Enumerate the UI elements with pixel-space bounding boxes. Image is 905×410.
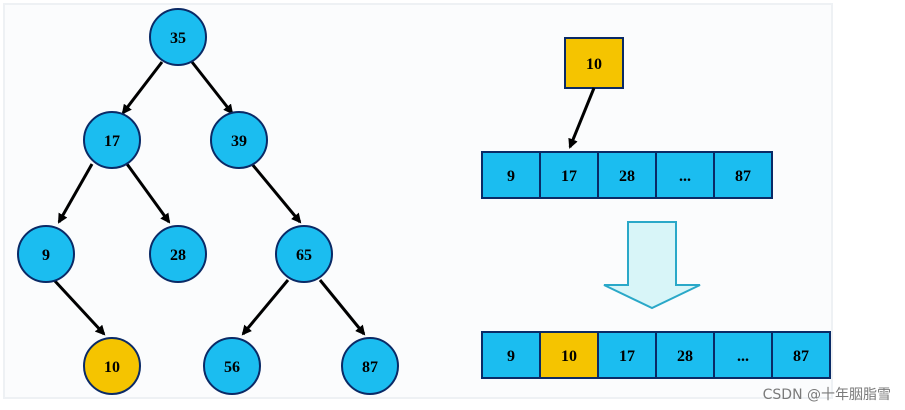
array-cell: 28 xyxy=(597,151,657,199)
node-label: 39 xyxy=(231,133,247,150)
node-circle xyxy=(275,225,333,283)
node-label: 87 xyxy=(362,359,378,376)
tree-node-17: 17 xyxy=(83,111,141,169)
array-cell-box xyxy=(597,151,657,199)
array-cell: 17 xyxy=(539,151,599,199)
node-circle xyxy=(210,111,268,169)
node-circle xyxy=(149,8,207,66)
array-cell-label: ... xyxy=(737,348,749,365)
array-cell-box xyxy=(481,331,541,379)
node-circle-highlight xyxy=(83,337,141,395)
tree-node-65: 65 xyxy=(275,225,333,283)
insert-key-box xyxy=(564,37,624,89)
node-circle xyxy=(341,337,399,395)
array-cell-box xyxy=(713,331,773,379)
insert-pointer-arrow xyxy=(568,87,596,149)
node-circle xyxy=(83,111,141,169)
node-circle xyxy=(203,337,261,395)
tree-node-56: 56 xyxy=(203,337,261,395)
edge-65-56 xyxy=(241,279,290,336)
array-cell: 87 xyxy=(713,151,773,199)
edge-65-87 xyxy=(318,279,366,336)
node-circle xyxy=(149,225,207,283)
array-cell: 17 xyxy=(597,331,657,379)
tree-node-39: 39 xyxy=(210,111,268,169)
watermark: CSDN @十年胭脂雪 xyxy=(762,387,891,403)
array-cell-label: 10 xyxy=(561,348,577,365)
array-cell-box xyxy=(539,151,599,199)
node-circle xyxy=(17,225,75,283)
tree-node-9: 9 xyxy=(17,225,75,283)
tree-node-28: 28 xyxy=(149,225,207,283)
array-cell-label: 87 xyxy=(735,168,751,185)
transition-down-arrow xyxy=(603,221,701,310)
array-cell: 9 xyxy=(481,331,541,379)
node-label: 28 xyxy=(170,247,186,264)
array-cell-label: 28 xyxy=(619,168,635,185)
array-cell-box xyxy=(481,151,541,199)
node-label: 35 xyxy=(170,30,186,47)
edge-35-17 xyxy=(121,61,164,115)
array-cell: 10 xyxy=(539,331,599,379)
array-cell-box xyxy=(713,151,773,199)
array-cell-box xyxy=(655,151,715,199)
tree-node-87: 87 xyxy=(341,337,399,395)
tree-node-35: 35 xyxy=(149,8,207,66)
edge-39-65 xyxy=(250,163,302,224)
edge-17-28 xyxy=(125,163,171,224)
array-cell-label: 17 xyxy=(619,348,635,365)
array-cell: 9 xyxy=(481,151,541,199)
tree-edges xyxy=(52,61,366,336)
node-label: 10 xyxy=(104,359,120,376)
array-after: 9 10 17 28... 87 xyxy=(481,331,831,379)
node-label: 17 xyxy=(104,133,120,150)
array-before: 9 17 28... 87 xyxy=(481,151,773,199)
array-cell-label: 9 xyxy=(507,348,515,365)
edge-35-39 xyxy=(190,61,234,115)
array-cell: 87 xyxy=(771,331,831,379)
tree-node-10: 10 xyxy=(83,337,141,395)
node-label: 56 xyxy=(224,359,240,376)
tree-nodes: 35 17 39 9 28 65 10 56 xyxy=(17,8,399,395)
array-cell: ... xyxy=(713,331,773,379)
array-cell-label: ... xyxy=(679,168,691,185)
insert-key: 10 xyxy=(564,37,624,89)
edge-17-9 xyxy=(57,163,94,224)
array-cell: 28 xyxy=(655,331,715,379)
node-label: 9 xyxy=(42,247,50,264)
array-cell-label: 17 xyxy=(561,168,577,185)
array-cell: ... xyxy=(655,151,715,199)
edge-9-10 xyxy=(52,278,106,336)
node-label: 65 xyxy=(296,247,312,264)
array-cell-label: 28 xyxy=(677,348,693,365)
insert-key-label: 10 xyxy=(586,56,602,73)
array-cell-box xyxy=(771,331,831,379)
array-cell-label: 9 xyxy=(507,168,515,185)
array-cell-label: 87 xyxy=(793,348,809,365)
